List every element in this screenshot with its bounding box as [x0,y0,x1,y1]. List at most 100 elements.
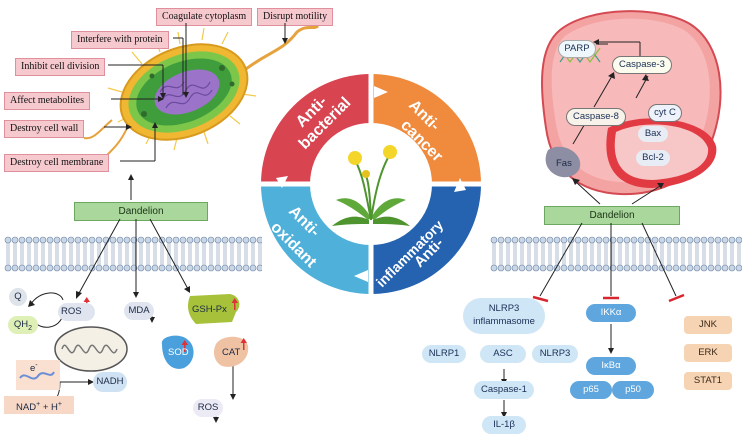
lipid-tail [153,254,157,265]
lipid-tail [492,254,496,265]
lipid-head [511,236,519,244]
lipid-tail [160,243,164,254]
lipid-tail [618,243,622,254]
lipid-tail [160,254,164,265]
lipid-head [616,264,624,272]
lipid-tail [569,254,573,265]
lipid-head [200,236,208,244]
lipid-head [525,264,533,272]
lipid-head [144,264,152,272]
lipid-tail [230,243,234,254]
lipid-head [11,236,19,244]
lipid-tail [216,254,220,265]
lipid-head [242,264,250,272]
lipid-tail [139,254,143,265]
lipid-tail [132,243,136,254]
lipid-head [735,264,742,272]
lipid-tail [188,243,192,254]
electron-label: e- [30,362,38,374]
lipid-head [207,264,215,272]
lipid-head [539,236,547,244]
lipid-tail [6,243,10,254]
lipid-head [630,236,638,244]
effect-destroy-cell-membrane: Destroy cell membrane [4,154,110,172]
lipid-head [221,264,229,272]
stat1-node: STAT1 [684,372,732,390]
lipid-head [137,236,145,244]
lipid-head [214,236,222,244]
lipid-head [32,264,40,272]
lipid-tail [6,254,10,265]
parp-node: PARP [558,40,596,58]
lipid-head [74,264,82,272]
lipid-tail [695,243,699,254]
lipid-head [39,264,47,272]
lipid-tail [548,254,552,265]
lipid-tail [492,243,496,254]
lipid-head [18,236,26,244]
lipid-head [228,236,236,244]
lipid-head [546,236,554,244]
caspase8-node: Caspase-8 [566,108,626,126]
lipid-tail [146,254,150,265]
lipid-tail [737,254,741,265]
lipid-head [158,264,166,272]
mitochondrion-icon [54,326,128,372]
lipid-head [735,236,742,244]
jnk-node: JNK [684,316,732,334]
antiinflammatory-segment [371,184,481,294]
lipid-tail [104,243,108,254]
lipid-head [53,264,61,272]
nad-node: NAD+ + H+ [4,396,74,414]
lipid-tail [597,254,601,265]
lipid-head [560,264,568,272]
lipid-head [81,264,89,272]
lipid-head [651,264,659,272]
lipid-tail [499,243,503,254]
lipid-tail [83,243,87,254]
ros-product: ROS [193,399,223,417]
lipid-tail [195,243,199,254]
anticancer-segment [371,74,481,184]
lipid-head [714,264,722,272]
lipid-tail [216,243,220,254]
lipid-head [25,264,33,272]
lipid-head [518,236,526,244]
lipid-head [186,236,194,244]
lipid-tail [62,243,66,254]
lipid-head [67,264,75,272]
p50-node: p50 [612,381,654,399]
ros-node: ROS [58,303,95,321]
lipid-head [581,264,589,272]
lipid-head [179,264,187,272]
lipid-head [721,264,729,272]
lipid-head [672,264,680,272]
lipid-head [707,264,715,272]
lipid-head [102,264,110,272]
lipid-head [497,236,505,244]
lipid-tail [125,243,129,254]
fas-label: Fas [556,158,572,169]
lipid-head [574,264,582,272]
lipid-tail [688,243,692,254]
lipid-head [11,264,19,272]
lipid-tail [76,254,80,265]
lipid-tail [541,254,545,265]
lipid-head [95,236,103,244]
mda-node: MDA [124,302,154,320]
lipid-tail [251,243,255,254]
lipid-head [116,236,124,244]
lipid-tail [139,243,143,254]
lipid-tail [534,254,538,265]
lipid-head [714,236,722,244]
lipid-head [504,264,512,272]
lipid-tail [513,254,517,265]
lipid-tail [618,254,622,265]
lipid-tail [723,254,727,265]
cat-label: CAT [222,347,241,358]
ikka-node: IKKα [586,304,636,322]
lipid-head [658,236,666,244]
lipid-head [560,236,568,244]
lipid-head [588,264,596,272]
